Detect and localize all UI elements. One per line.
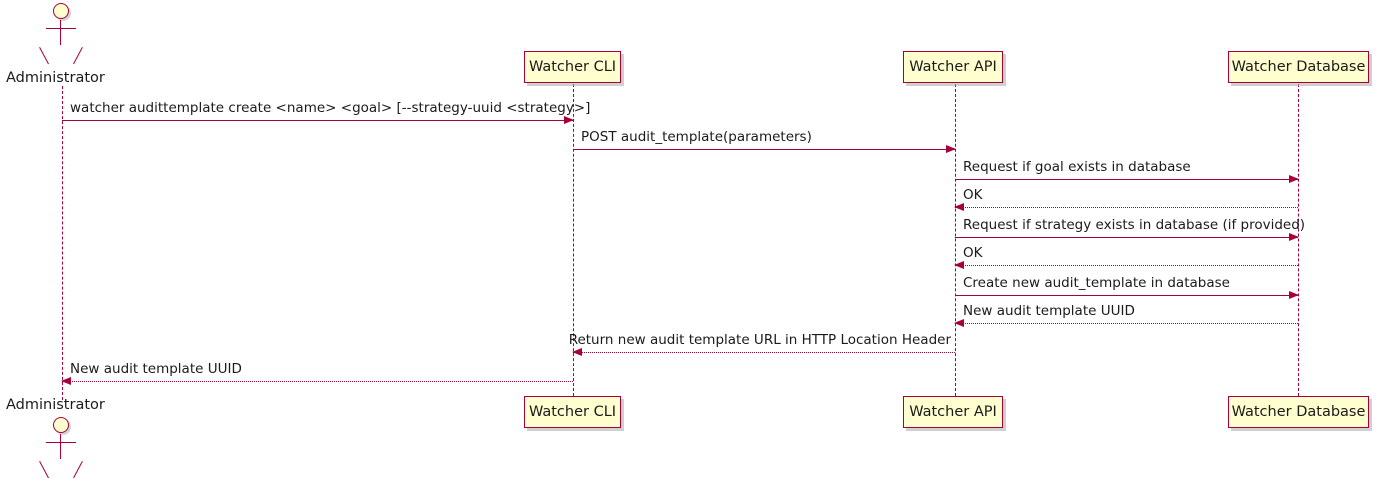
lifeline-watcher-api: [955, 84, 956, 396]
message-line: [955, 295, 1298, 296]
actor-label-top: Administrator: [6, 70, 105, 86]
message-label: Create new audit_template in database: [963, 275, 1230, 291]
message-label: watcher audittemplate create <name> <goa…: [70, 100, 591, 116]
message-label: POST audit_template(parameters): [581, 129, 812, 145]
message-line: [573, 149, 955, 150]
message-label: OK: [963, 187, 983, 203]
message-label: Request if strategy exists in database (…: [963, 217, 1306, 233]
actor-leg-left: [39, 46, 49, 65]
actor-leg-right: [73, 46, 83, 65]
arrow-head-right-icon: [1289, 290, 1299, 299]
actor-head: [53, 417, 69, 433]
actor-label-bottom: Administrator: [6, 397, 105, 413]
participant-watcher-cli-top[interactable]: Watcher CLI: [524, 51, 621, 83]
lifeline-administrator: [62, 86, 63, 400]
message-label: Return new audit template URL in HTTP Lo…: [568, 332, 951, 348]
lifeline-watcher-cli: [573, 84, 574, 396]
participant-watcher-cli-bottom[interactable]: Watcher CLI: [524, 396, 621, 428]
actor-body: [60, 434, 62, 459]
arrow-head-left-icon: [954, 202, 964, 211]
message-line: [955, 179, 1298, 180]
message-label: Request if goal exists in database: [963, 159, 1191, 175]
arrow-head-right-icon: [564, 115, 574, 124]
message-line: [955, 207, 1298, 208]
actor-leg-left: [39, 460, 49, 479]
arrow-head-left-icon: [572, 347, 582, 356]
arrow-head-left-icon: [61, 376, 71, 385]
arrow-head-left-icon: [954, 260, 964, 269]
arrow-head-left-icon: [954, 318, 964, 327]
message-label: OK: [963, 245, 983, 261]
message-line: [955, 265, 1298, 266]
message-line: [955, 323, 1298, 324]
actor-administrator-top-icon: [39, 3, 85, 65]
message-line: [573, 352, 955, 353]
actor-leg-right: [73, 460, 83, 479]
actor-administrator-bottom-icon: [39, 417, 85, 479]
arrow-head-right-icon: [1289, 232, 1299, 241]
participant-watcher-database-top[interactable]: Watcher Database: [1228, 51, 1369, 83]
participant-watcher-api-bottom[interactable]: Watcher API: [903, 396, 1003, 428]
arrow-head-right-icon: [1289, 174, 1299, 183]
participant-watcher-database-bottom[interactable]: Watcher Database: [1228, 396, 1369, 428]
message-line: [955, 237, 1298, 238]
message-label: New audit template UUID: [70, 361, 242, 377]
message-line: [62, 120, 573, 121]
participant-watcher-api-top[interactable]: Watcher API: [903, 51, 1003, 83]
message-line: [62, 381, 573, 382]
message-label: New audit template UUID: [963, 303, 1135, 319]
actor-body: [60, 20, 62, 45]
actor-head: [53, 3, 69, 19]
arrow-head-right-icon: [946, 144, 956, 153]
